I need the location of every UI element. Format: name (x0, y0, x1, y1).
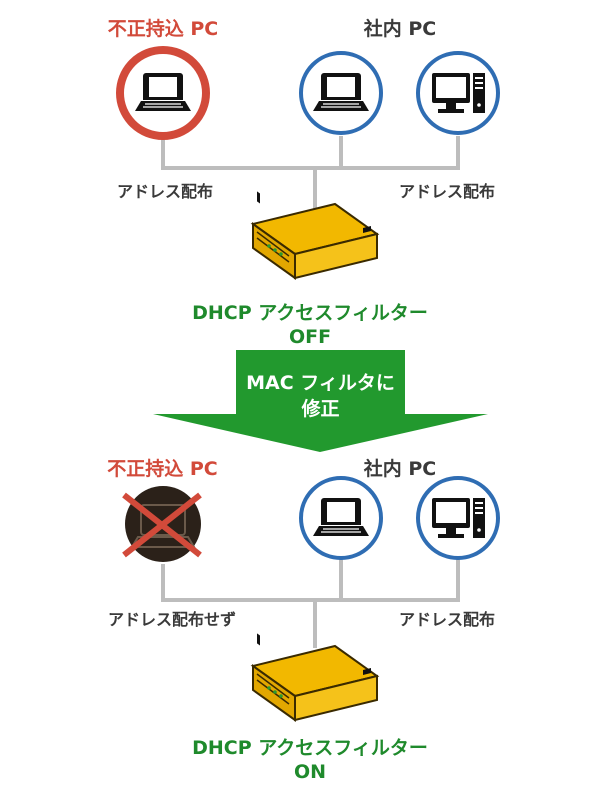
top-right-distribution-label: アドレス配布 (398, 182, 495, 201)
company-desktop-icon (416, 51, 500, 135)
blocked-rogue-pc-icon (122, 486, 202, 562)
transition-arrow-icon (153, 350, 488, 452)
top-filter-title: DHCP アクセスフィルター (192, 302, 428, 324)
top-company-pc-label: 社内 PC (363, 18, 437, 40)
bottom-left-distribution-label: アドレス配布せず (107, 610, 236, 629)
bottom-right-distribution-label: アドレス配布 (398, 610, 495, 629)
bottom-company-pc-label: 社内 PC (363, 458, 437, 480)
arrow-text-line2: 修正 (301, 398, 340, 420)
rogue-pc-icon (116, 46, 210, 140)
top-left-distribution-label: アドレス配布 (116, 182, 213, 201)
arrow-text-line1: MAC フィルタに (246, 372, 395, 394)
company-laptop-icon (299, 51, 383, 135)
bottom-rogue-pc-label: 不正持込 PC (107, 458, 218, 480)
bottom-filter-title: DHCP アクセスフィルター (192, 737, 428, 759)
top-rogue-pc-label: 不正持込 PC (107, 18, 219, 40)
top-network-lines (161, 136, 460, 212)
bottom-filter-state: ON (293, 761, 327, 783)
bottom-company-desktop-icon (416, 476, 500, 560)
bottom-network-lines (161, 556, 460, 648)
top-filter-state: OFF (288, 326, 332, 348)
bottom-company-laptop-icon (299, 476, 383, 560)
